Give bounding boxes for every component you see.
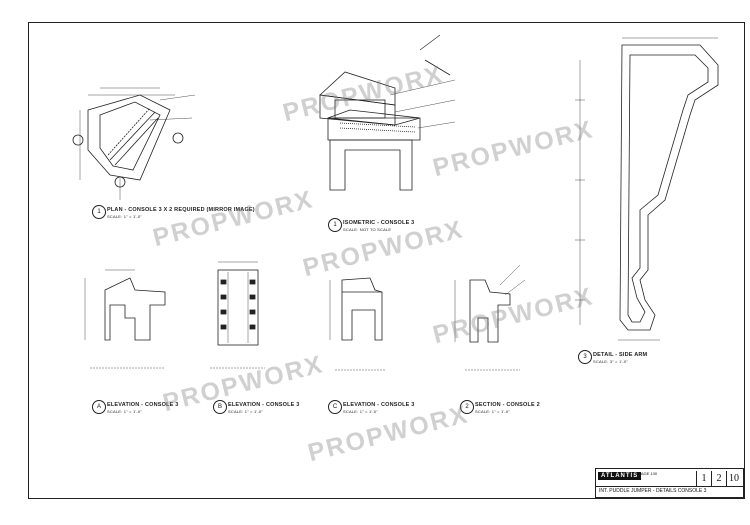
title-block: ATLANTIS STAGE 130 1 2 10 INT. PUDDLE JU… [595,468,744,498]
section-number: 2 [460,400,474,414]
elevation-a-number: A [92,400,106,414]
isometric-view-number: 1 [328,218,342,232]
elevation-b-drawing [210,261,265,369]
elevation-c-drawing [329,277,385,371]
sheet-digit-2: 2 [711,471,726,487]
plan-view-drawing [72,87,196,200]
elevation-b-title: ELEVATION - CONSOLE 3 [228,402,300,408]
isometric-view-scale: SCALE: NOT TO SCALE [343,227,392,232]
sheet-digit-3: 10 [726,471,741,487]
elevation-c-scale: SCALE: 1" = 1'-0" [343,409,378,414]
elevation-c-title: ELEVATION - CONSOLE 3 [343,402,415,408]
elevation-b-number: B [213,400,227,414]
side-arm-detail-drawing [575,37,719,341]
plan-view-number: 1 [92,205,106,219]
atlantis-logo: ATLANTIS [598,472,642,480]
elevation-a-drawing [84,269,166,369]
isometric-view-drawing [319,34,456,191]
sheet-border [28,22,745,499]
isometric-view-title: ISOMETRIC - CONSOLE 3 [343,220,415,226]
detail-number: 3 [578,350,592,364]
elevation-c-number: C [328,400,342,414]
title-block-divider [596,486,743,487]
section-drawing [454,264,526,371]
detail-title: DETAIL - SIDE ARM [593,352,648,358]
drawing-title: INT. PUDDLE JUMPER - DETAILS CONSOLE 3 [599,488,707,494]
plan-view-scale: SCALE: 1" = 1'-0" [107,214,142,219]
title-block-line1: STAGE 130 [636,471,658,476]
elevation-a-scale: SCALE: 1" = 1'-0" [107,409,142,414]
section-scale: SCALE: 1" = 1'-0" [475,409,510,414]
plan-view-title: PLAN - CONSOLE 3 X 2 REQUIRED (MIRROR IM… [107,207,255,213]
detail-scale: SCALE: 3" = 1'-0" [593,359,628,364]
elevation-a-title: ELEVATION - CONSOLE 3 [107,402,179,408]
sheet-digit-1: 1 [696,471,711,487]
section-title: SECTION - CONSOLE 2 [475,402,540,408]
elevation-b-scale: SCALE: 1" = 1'-0" [228,409,263,414]
